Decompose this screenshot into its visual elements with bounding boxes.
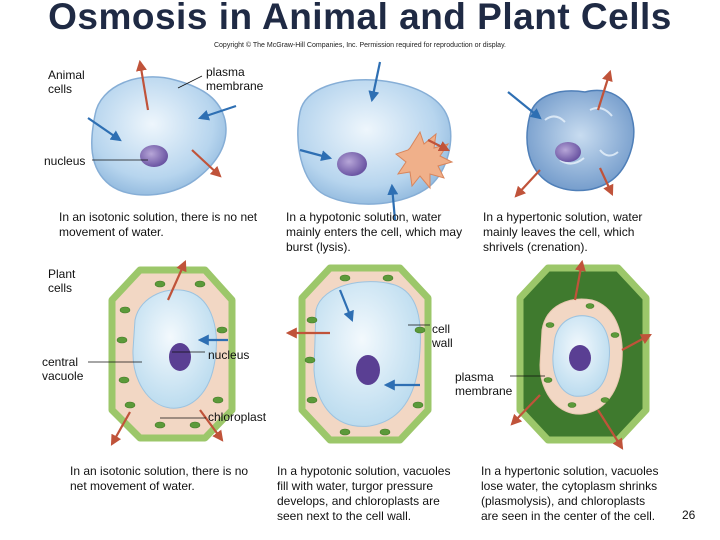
label-plant-cells: Plant cells <box>48 267 76 295</box>
caption-plant-hypertonic: In a hypertonic solution, vacuoles lose … <box>481 464 659 523</box>
animal-cell-hypertonic <box>507 69 635 198</box>
page-number: 26 <box>682 508 696 522</box>
label-plasma-membrane-plant: plasma membrane <box>455 370 513 398</box>
label-central-vacuole: central vacuole <box>42 355 84 383</box>
label-chloroplast: chloroplast <box>208 410 267 424</box>
caption-plant-hypotonic: In a hypotonic solution, vacuoles fill w… <box>277 464 451 523</box>
animal-cell-isotonic <box>87 59 237 196</box>
plant-cell-isotonic <box>108 259 236 446</box>
label-cell-wall: cell wall <box>432 322 453 350</box>
label-nucleus: nucleus <box>44 154 86 168</box>
leader-plasma-membrane <box>177 75 203 89</box>
caption-animal-isotonic: In an isotonic solution, there is no net… <box>59 210 258 239</box>
page-title: Osmosis in Animal and Plant Cells <box>48 0 672 37</box>
plant-cell-hypotonic <box>285 264 432 444</box>
caption-plant-isotonic: In an isotonic solution, there is no net… <box>70 464 249 493</box>
caption-animal-hypertonic: In a hypertonic solution, water mainly l… <box>483 210 643 254</box>
copyright-notice: Copyright © The McGraw-Hill Companies, I… <box>213 42 506 49</box>
animal-cell-hypotonic <box>297 61 454 221</box>
plant-cell-hypertonic <box>510 259 652 450</box>
caption-animal-hypotonic: In a hypotonic solution, water mainly en… <box>286 210 463 254</box>
label-animal-cells: Animal cells <box>48 68 85 96</box>
label-plasma-membrane: plasma membrane <box>206 65 264 93</box>
label-nucleus-plant: nucleus <box>208 348 250 362</box>
